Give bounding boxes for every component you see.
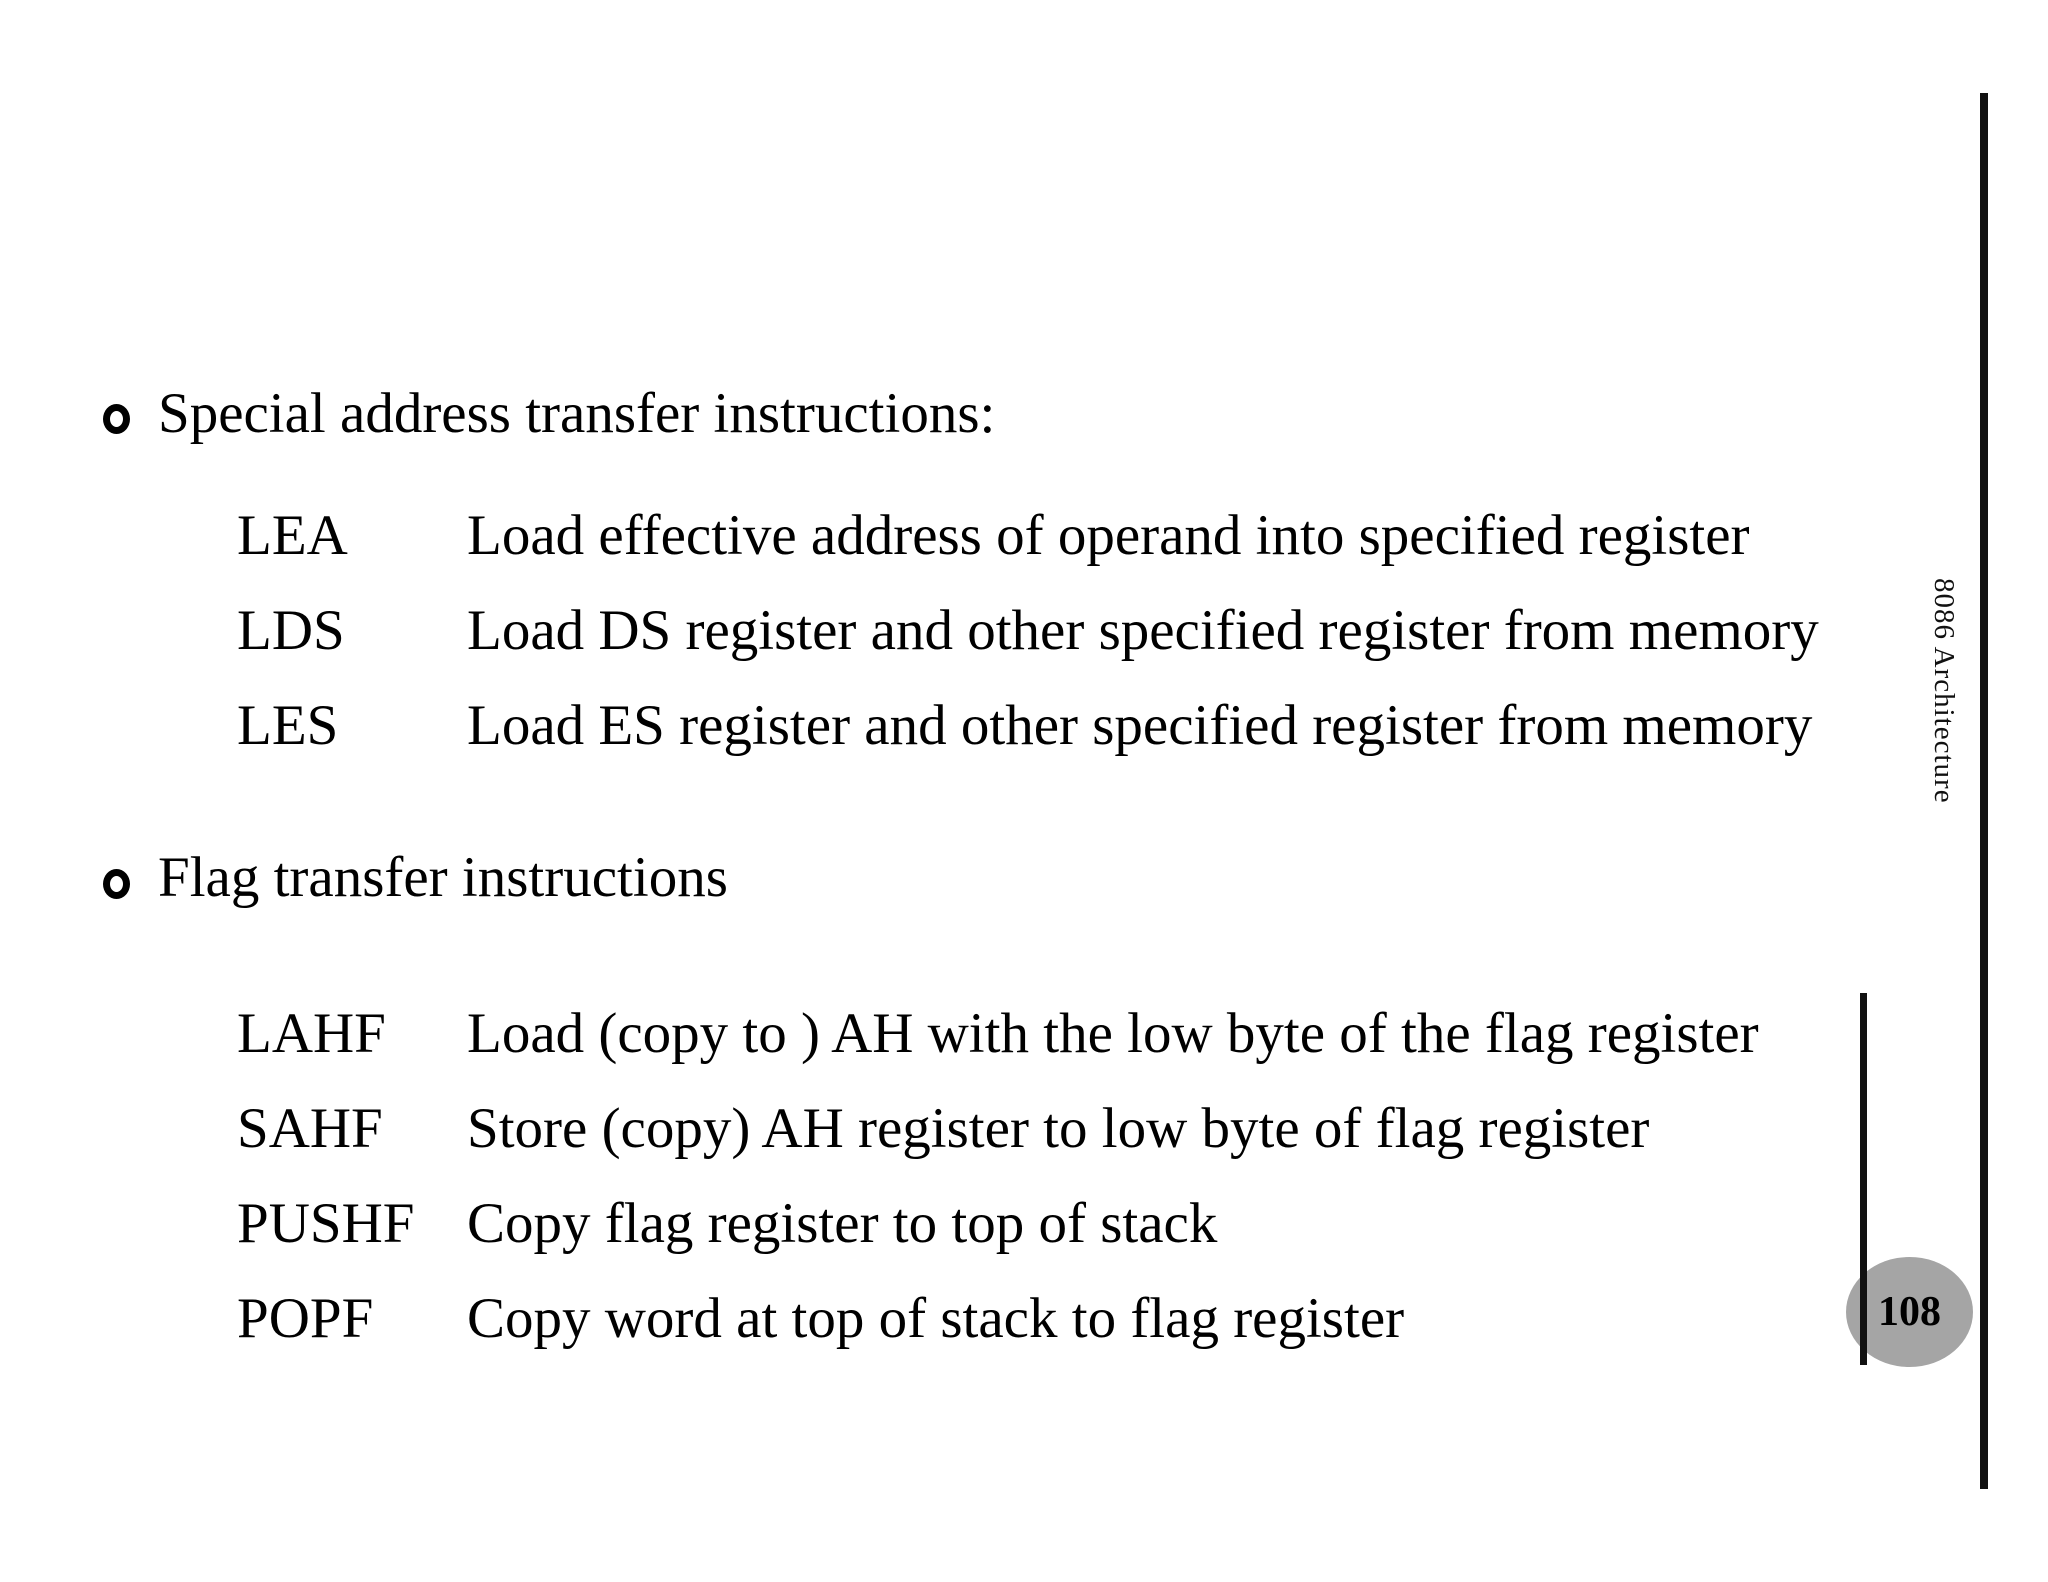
instruction-description: Copy word at top of stack to flag regist…: [467, 1287, 1405, 1350]
bullet-circle-icon: [103, 869, 130, 899]
instruction-description: Load effective address of operand into s…: [467, 504, 1750, 567]
instruction-description: Load DS register and other specified reg…: [467, 599, 1819, 662]
instruction-mnemonic: LDS: [237, 599, 345, 662]
right-border-line: [1980, 93, 1988, 1489]
instruction-description: Load ES register and other specified reg…: [467, 694, 1813, 757]
page-number: 108: [1878, 1289, 1941, 1335]
instruction-mnemonic: POPF: [237, 1287, 374, 1350]
instruction-mnemonic: PUSHF: [237, 1192, 415, 1255]
bullet-circle-icon: [103, 404, 130, 434]
page-number-badge: [1846, 1257, 1973, 1367]
section-divider-line: [1860, 993, 1867, 1365]
instruction-mnemonic: LAHF: [237, 1002, 386, 1065]
section-heading: Flag transfer instructions: [158, 846, 728, 909]
instruction-description: Copy flag register to top of stack: [467, 1192, 1218, 1255]
instruction-description: Load (copy to ) AH with the low byte of …: [467, 1002, 1759, 1065]
section-heading: Special address transfer instructions:: [158, 382, 996, 445]
instruction-mnemonic: LES: [237, 694, 339, 757]
instruction-description: Store (copy) AH register to low byte of …: [467, 1097, 1650, 1160]
sidebar-label: 8086 Architecture: [1928, 578, 1960, 804]
instruction-mnemonic: SAHF: [237, 1097, 383, 1160]
instruction-mnemonic: LEA: [237, 504, 348, 567]
